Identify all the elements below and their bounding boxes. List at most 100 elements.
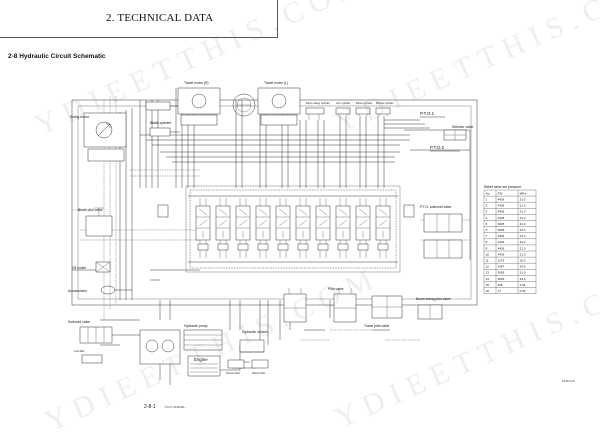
pilot-valves: Pilot valve Travel pilot valve Boom swin… (283, 287, 451, 328)
pto-group: P.T.O.1 P.T.O.2 Selector valve (420, 111, 473, 152)
relief-table-cell: 16 (486, 289, 490, 293)
pto-solenoid-label: P.T.O. solenoid valve (420, 205, 452, 209)
page-header-title: 2. TECHNICAL DATA (106, 12, 214, 24)
hydraulic-circuit-schematic: Swing motor Blade cylinder Travel motor … (68, 81, 575, 385)
footer-code: YC6 F SN0000~ (164, 405, 186, 409)
small-reference-code: ST-5C-H-8 (562, 379, 575, 383)
relief-table-cell: 3005 (498, 222, 505, 226)
engine: Engine (187, 355, 221, 377)
control-valve-bank (157, 185, 415, 273)
arm-cyl-label: Arm cylinder (336, 101, 351, 105)
boom-cyl-label: Boom cylinder (356, 101, 373, 105)
relief-table-cell: 5 (486, 222, 488, 226)
pto1-label: P.T.O.1 (420, 111, 435, 116)
swing-motor-label: Swing motor (70, 115, 90, 119)
pto2-label: P.T.O.2 (430, 145, 445, 150)
valve-section (355, 198, 371, 258)
valve-section (335, 198, 351, 258)
valve-section (275, 198, 291, 258)
relief-table-cell: 21.0 (520, 252, 526, 256)
relief-table-cell: 4436 (498, 216, 505, 220)
relief-table-cell: 4436 (498, 198, 505, 202)
relief-table-cell: 13 (486, 271, 490, 275)
relief-table-header: MPa (520, 191, 527, 195)
valve-section (295, 198, 311, 258)
swing-motor: Swing motor (70, 112, 127, 162)
relief-table-cell: 11 (486, 259, 489, 263)
relief-table-cell: 0.53 (520, 289, 526, 293)
relief-table-cell: 4436 (498, 240, 505, 244)
valve-spools (195, 198, 391, 258)
relief-table-cell: 3005 (498, 271, 505, 275)
boom-swing-pilot-label: Boom swing pilot valve (416, 297, 451, 301)
relief-table-cell: 8 (486, 240, 488, 244)
relief-table-cell: 21.0 (520, 234, 526, 238)
hydraulic-pump-label: Hydraulic pump (184, 324, 208, 328)
oil-cooler: Oil cooler (72, 261, 111, 273)
relief-table-cell: 2176 (498, 259, 505, 263)
relief-table-header: PSI (498, 191, 503, 195)
relief-table-cell: 3005 (498, 228, 505, 232)
relief-table-cell: 2.94 (520, 283, 526, 287)
travel-motor-l-label: Travel motor (L) (264, 81, 288, 85)
relief-table-cell: 435 (498, 283, 503, 287)
relief-table-cell: 6 (486, 228, 488, 232)
valve-section (195, 198, 211, 258)
relief-table-cell: 4 (486, 216, 488, 220)
header-box: 2. TECHNICAL DATA (0, 0, 278, 38)
relief-table-cell: 21.0 (520, 228, 526, 232)
travel-motor-l: Travel motor (L) (257, 81, 301, 126)
relief-table-cell: 21.0 (520, 246, 526, 250)
relief-table-cell: 4436 (498, 204, 505, 208)
relief-table-cell: 14 (486, 277, 490, 281)
relief-table-cell: 21.0 (520, 240, 526, 244)
relief-table-header: No. (486, 191, 491, 195)
valve-section (235, 198, 251, 258)
valve-section (215, 198, 231, 258)
relief-table-cell: 4436 (498, 234, 505, 238)
relief-table-cell: 3553 (498, 277, 505, 281)
oil-cooler-label: Oil cooler (72, 266, 87, 270)
relief-table-cell: 7 (486, 234, 488, 238)
relief-table-cell: 4436 (498, 252, 505, 256)
accumulator-label: Accumulator (68, 289, 88, 293)
blade-cylinder-label: Blade cylinder (150, 121, 172, 125)
relief-table-cell: 4436 (498, 210, 505, 214)
relief-table-cell: 1 (486, 198, 488, 202)
blade-cylinder: Blade cylinder (145, 101, 180, 137)
relief-table-cell: 77 (498, 289, 502, 293)
line-filter-label: Line filter (74, 349, 85, 353)
pilot-valve-label: Pilot valve (328, 287, 344, 291)
relief-table-cell: 10 (486, 252, 490, 256)
relief-table-cell: 21.0 (520, 271, 526, 275)
blade-pilot-label: Blade pilot valve (78, 208, 103, 212)
selector-valve-label: Selector valve (452, 125, 473, 129)
relief-table-cell: 21.0 (520, 222, 526, 226)
relief-table-cell: 24.5 (520, 277, 526, 281)
relief-table-cell: 2 (486, 204, 488, 208)
relief-table-cell: 21.0 (520, 198, 526, 202)
engine-label: Engine (194, 357, 208, 362)
relief-table-cell: 9 (486, 246, 488, 250)
relief-table-cell: 4436 (498, 246, 505, 250)
solenoid-valve-label: Solenoid valve (68, 320, 90, 324)
valve-section (375, 198, 391, 258)
cylinders-group: Boom swing cylinder Arm cylinder Boom cy… (305, 101, 394, 120)
blade-pilot-valve: Blade pilot valve (78, 207, 113, 237)
travel-pilot-label: Travel pilot valve (364, 324, 389, 328)
travel-motor-r-label: Travel motor (R) (184, 81, 209, 85)
relief-table-cell: 15.0 (520, 259, 526, 263)
relief-table-cell: 12 (486, 265, 490, 269)
pto-solenoid-valve: P.T.O. solenoid valve (420, 205, 463, 259)
boom-swing-cyl-label: Boom swing cylinder (306, 101, 330, 105)
suction-filter-label: Suction filter (226, 371, 240, 375)
valve-section (255, 198, 271, 258)
accumulator: Accumulator (68, 285, 132, 295)
relief-table-cell: 21.0 (520, 216, 526, 220)
swivel-joint (232, 93, 256, 117)
solenoid-valve: Solenoid valve Line filter (68, 320, 113, 364)
hydraulic-oil-tank: Hydraulic oil tank Suction filter Return… (226, 330, 269, 375)
valve-section (315, 198, 331, 258)
